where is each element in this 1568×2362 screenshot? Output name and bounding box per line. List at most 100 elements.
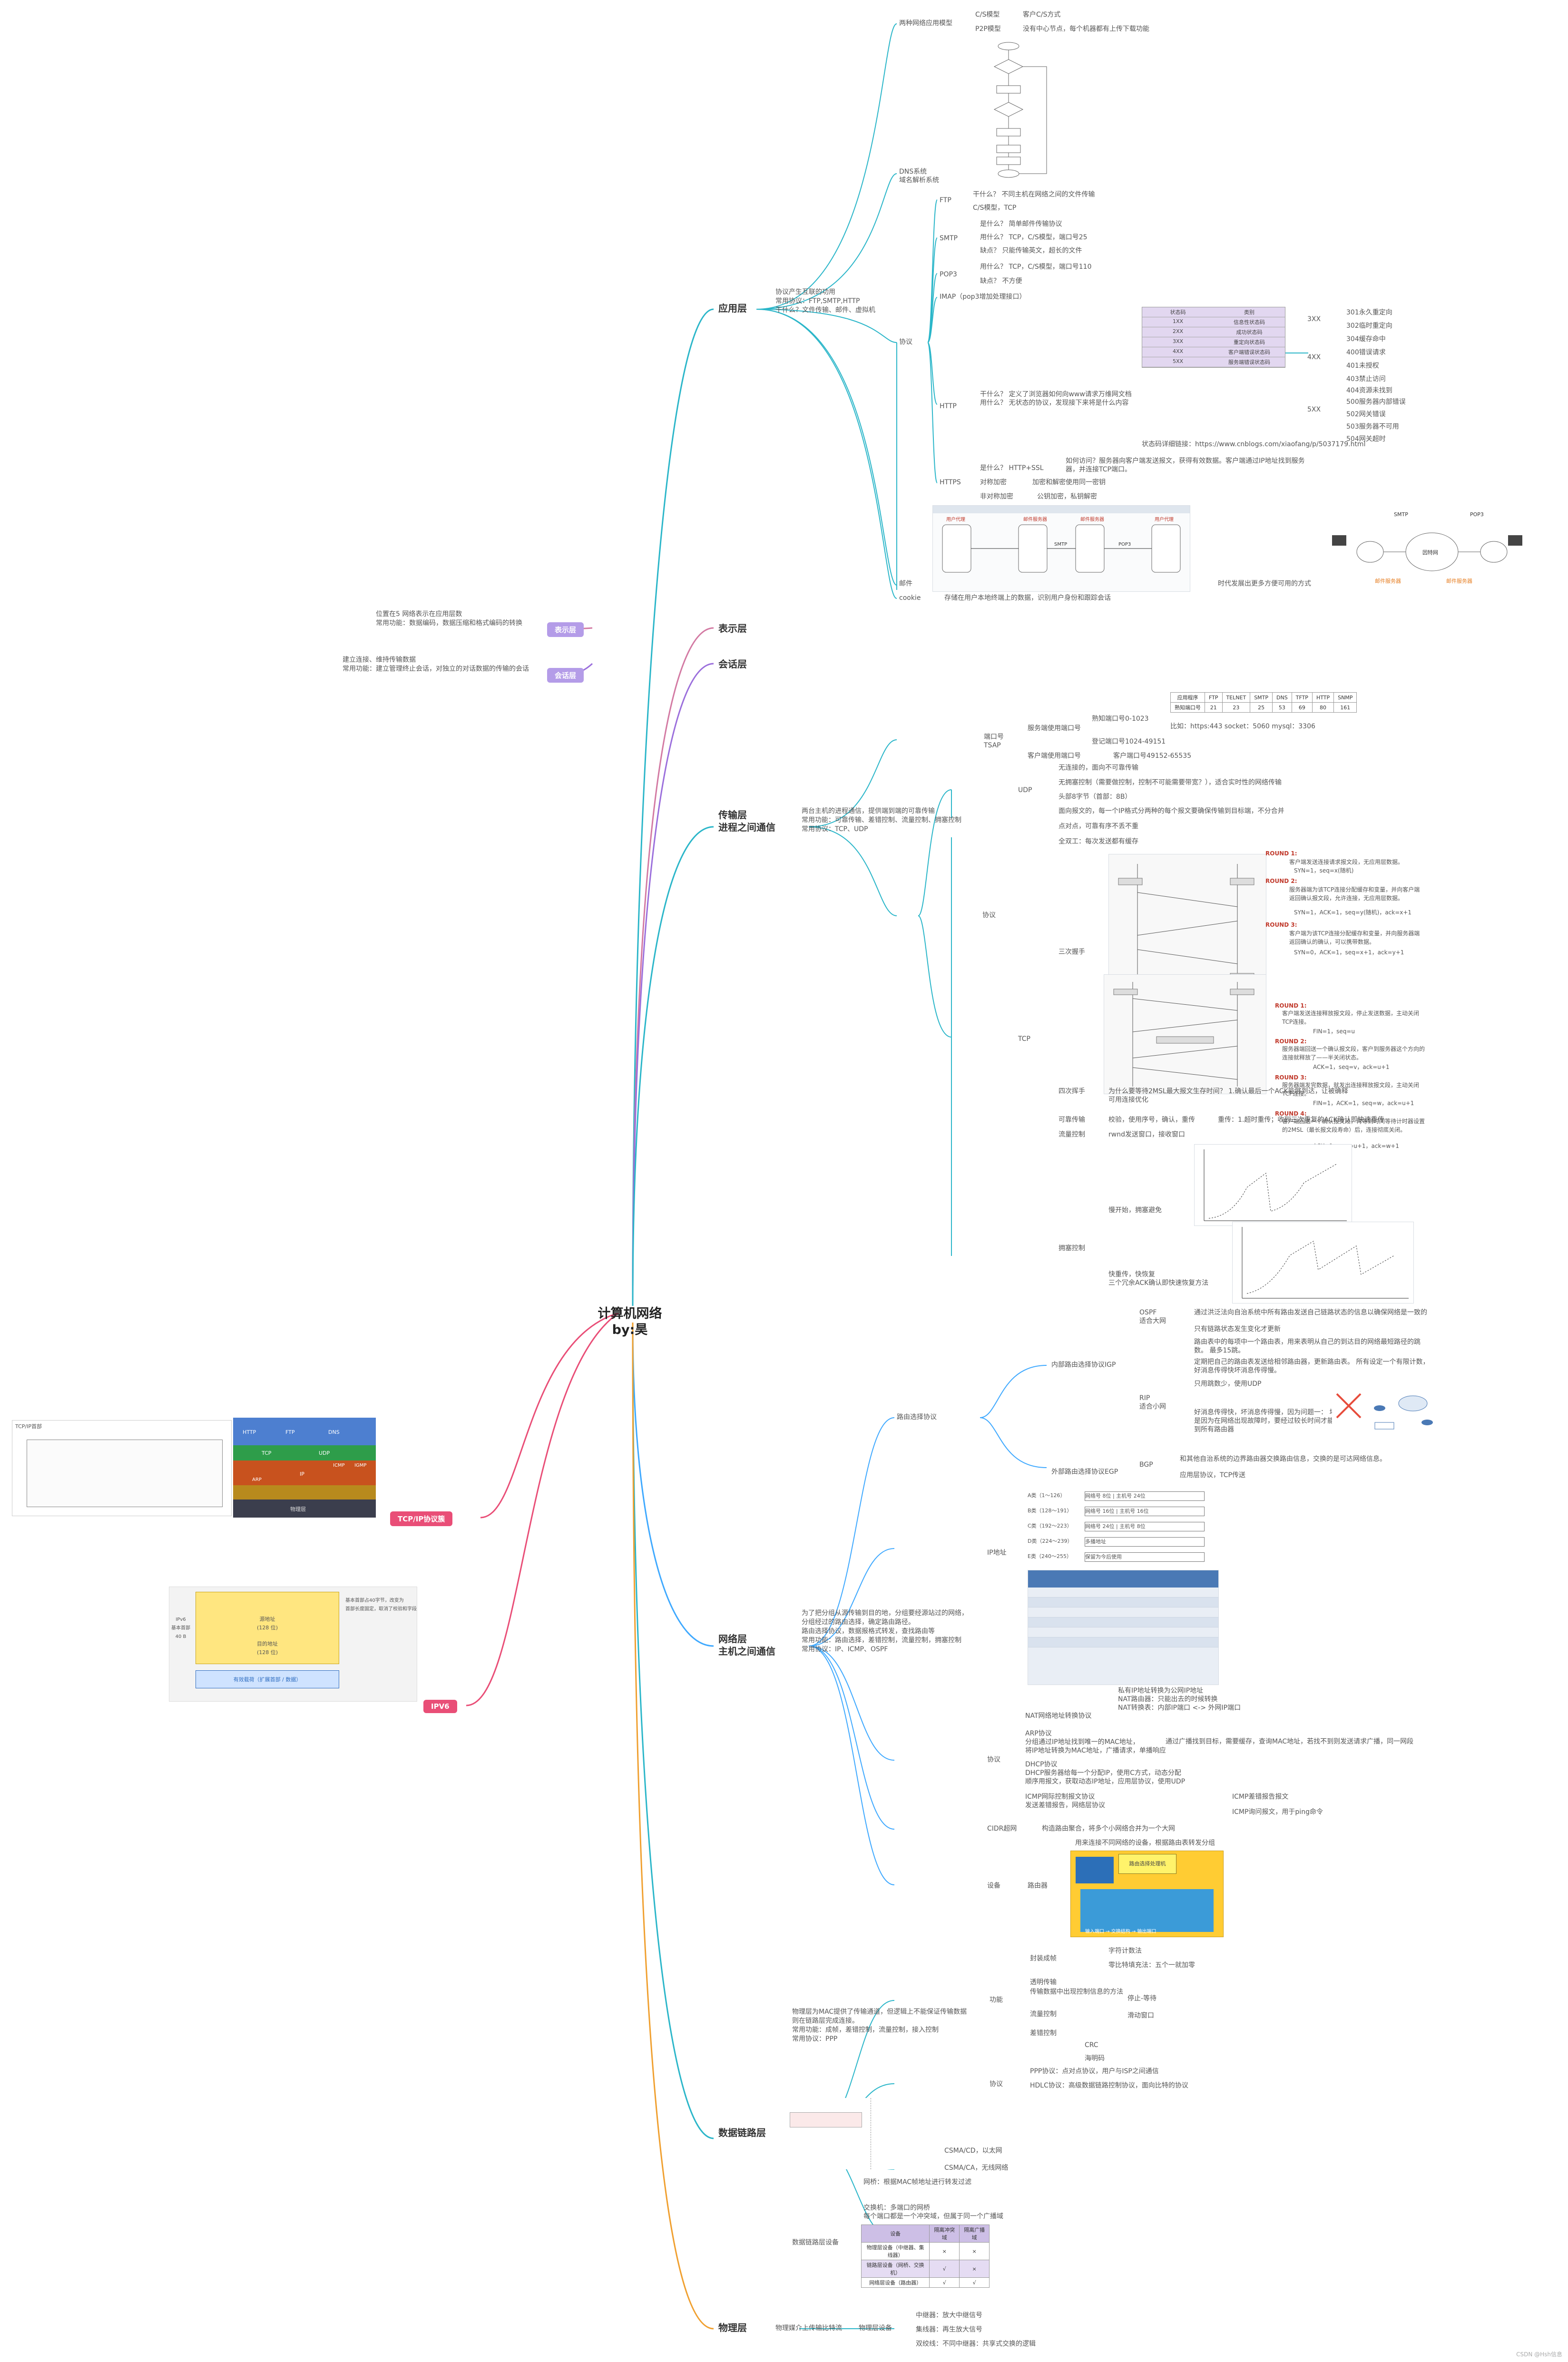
app-p2p-note: 没有中心节点，每个机器都有上传下载功能 (1023, 25, 1149, 33)
status-group-5xx: 5XX (1307, 406, 1321, 413)
tcpip-tag[interactable]: TCP/IP协议簇 (390, 1511, 453, 1526)
wave-round-2: ROUND 2: (1275, 1038, 1307, 1045)
ip-table-header (1028, 1570, 1218, 1588)
collision-td: × (959, 2260, 990, 2278)
tcpip-arp: ARP (252, 1477, 262, 1482)
app-https-3-note: 公钥加密，私钥解密 (1037, 493, 1097, 500)
physical-desc: 物理媒介上传输比特流 (775, 2324, 842, 2332)
ip-class-d: D类（224～239） (1028, 1538, 1073, 1544)
status-code-link[interactable]: 状态码详细链接：https://www.cnblogs.com/xiaofang… (1142, 441, 1366, 448)
port-td: 53 (1272, 702, 1292, 713)
rip-4: 好消息传得快，坏消息传得慢，因为问题一： 坏消息传得慢是因为在网络出现故障时，要… (1194, 1409, 1374, 1433)
dl-framing-2: 零比特填充法：五个一就加零 (1108, 1961, 1195, 1969)
dl-transparent-1: 传输数据中出现控制信息的方法 (1030, 1988, 1123, 1996)
tcpip-udp: UDP (319, 1450, 330, 1456)
net-arp: ARP协议 分组通过IP地址找到唯一的MAC地址， 将IP地址转换为MAC地址，… (1025, 1730, 1166, 1754)
port-client: 客户端使用端口号 (1028, 752, 1081, 760)
app-cs-note: 客户C/S方式 (1023, 11, 1061, 19)
ip-table-row (1028, 1598, 1218, 1607)
app-ftp-1: 干什么？ 不同主机在网络之间的文件传输 (973, 191, 1095, 198)
app-arch: 两种网络应用模型 (899, 20, 952, 27)
session-tag[interactable]: 会话层 (547, 668, 584, 683)
mail-net-smtp: SMTP (1394, 511, 1408, 518)
transport-tcp: TCP (1018, 1035, 1030, 1043)
collision-td: 链路层设备（网桥、交换机） (861, 2260, 930, 2278)
tcpip-physical: 物理层 (290, 1506, 306, 1512)
ipv6-note: 基本首部占40字节，改变为 首部长度固定，取消了校验和字段 (345, 1598, 417, 1612)
ip-class-a: A类（1～126） (1028, 1492, 1066, 1499)
layer-session: 会话层 (718, 658, 747, 670)
net-router: 路由器 (1028, 1882, 1048, 1890)
status-class: 成功状态码 (1236, 329, 1263, 335)
dl-switch: 交换机：多端口的网桥 每个端口都是一个冲突域，但属于同一个广播域 (863, 2204, 1003, 2220)
wave-round-2-b: ACK=1，seq=v，ack=u+1 (1313, 1064, 1390, 1070)
transport-port: 端口号 TSAP (984, 733, 1004, 749)
status-404: 404资源未找到 (1346, 387, 1392, 394)
dns-flowchart (975, 40, 1070, 178)
collision-th: 隔离广播域 (959, 2225, 990, 2243)
app-cookie: cookie (899, 594, 921, 602)
app-ftp-2: C/S模型，TCP (973, 204, 1017, 212)
dl-bridge: 网桥：根据MAC帧地址进行转发过滤 (863, 2178, 972, 2186)
ipv6-tag[interactable]: IPV6 (423, 1700, 457, 1713)
cong-fastretransmit: 快重传，快恢复 三个冗余ACK确认即快速恢复方法 (1108, 1271, 1209, 1287)
ip-table-row (1028, 1607, 1218, 1617)
port-well-known: 熟知端口号0-1023 (1092, 715, 1149, 723)
app-pop3: POP3 (940, 271, 957, 278)
physical-dev-2: 集线器：再生放大信号 (916, 2326, 982, 2333)
wave-svg (1113, 982, 1254, 1087)
ipv6-base-label: IPv6 基本首部 40 B (171, 1617, 190, 1639)
tcp-reliable-note: 校验，使用序号，确认，重传 (1108, 1116, 1195, 1124)
physical-dev-3: 双绞线：不同中继器：共享式交换的逻辑 (916, 2340, 1036, 2348)
app-mail-note: 时代发展出更多方便可用的方式 (1218, 580, 1311, 588)
slowstart-svg (1204, 1149, 1347, 1221)
tcpip-physical-band: 物理层 (233, 1500, 376, 1518)
wave-round-3-a: 服务器端发完数据，就发出连接释放报文段，主动关闭TCP连接。 (1282, 1082, 1420, 1097)
collision-table-row: 链路层设备（网桥、交换机） √ × (861, 2260, 990, 2278)
ip-table-row (1028, 1588, 1218, 1598)
presentation-tag[interactable]: 表示层 (547, 622, 584, 637)
cidr-note: 构造路由聚合，将多个小网络合并为一个大网 (1042, 1825, 1175, 1833)
wave-diagram (1104, 974, 1266, 1094)
net-igp: 内部路由选择协议IGP (1051, 1361, 1116, 1369)
app-https: HTTPS (940, 479, 961, 486)
dl-devices: 数据链路层设备 (792, 2239, 839, 2246)
app-mail: 邮件 (899, 580, 912, 588)
hs-round-2-b: SYN=1，ACK=1，seq=y(随机)，ack=x+1 (1294, 909, 1412, 916)
ipv6-header-diagram: IPv6 基本首部 40 B 源地址 (128 位) 目的地址 (128 位) … (169, 1587, 417, 1702)
tcpip-dns: DNS (328, 1429, 340, 1435)
physical-devices: 物理层设备 (859, 2324, 892, 2332)
router-structure-diagram: 路由选择处理机 输入端口 → 交换结构 → 输出端口 (1070, 1851, 1224, 1937)
status-503: 503服务器不可用 (1346, 423, 1399, 431)
status-class: 客户端错误状态码 (1228, 349, 1270, 355)
port-td: 23 (1222, 702, 1251, 713)
net-nat: NAT网络地址转换协议 (1025, 1712, 1092, 1720)
collision-table-row: 网络层设备（路由器） √ √ (861, 2277, 990, 2288)
collision-td: 网络层设备（路由器） (861, 2277, 930, 2288)
app-pop3-2: 缺点？ 不方便 (980, 277, 1022, 285)
tcp-congestion: 拥塞控制 (1058, 1245, 1085, 1252)
ospf-2: 只有链路状态发生变化才更新 (1194, 1325, 1281, 1333)
root-title: 计算机网络 (598, 1306, 662, 1321)
tcp-2: 全双工：每次发送都有缓存 (1058, 838, 1138, 845)
ipv6-src: 源地址 (128 位) (256, 1616, 278, 1631)
ip-class-c-bits: 网络号 24位 | 主机号 8位 (1085, 1522, 1205, 1531)
status-code: 状态码 (1170, 309, 1186, 315)
tcpip-stack-diagram: HTTP FTP DNS TCP UDP ICMP IGMP IP ARP 物理… (233, 1418, 376, 1518)
status-row: 状态码类别 (1142, 307, 1285, 317)
port-th: TELNET (1222, 692, 1251, 703)
router-processor: 路由选择处理机 (1118, 1854, 1176, 1874)
dl-flow-2: 滑动窗口 (1127, 2012, 1154, 2019)
tcp-wave: 四次挥手 (1058, 1088, 1085, 1095)
status-301: 301永久重定向 (1346, 309, 1392, 316)
mail-dia-server-a: 邮件服务器 (1023, 516, 1047, 522)
session-desc: 建立连接、维持传输数据 常用功能：建立管理终止会话，对独立的对话数据的传输的会话 (343, 656, 529, 673)
collision-th: 设备 (861, 2225, 930, 2243)
mail-dia-pop3: POP3 (1118, 542, 1131, 547)
net-ospf: OSPF 适合大网 (1139, 1309, 1166, 1325)
collision-td: × (959, 2242, 990, 2260)
app-smtp-2: 用什么？ TCP，C/S模型，端口号25 (980, 234, 1088, 241)
